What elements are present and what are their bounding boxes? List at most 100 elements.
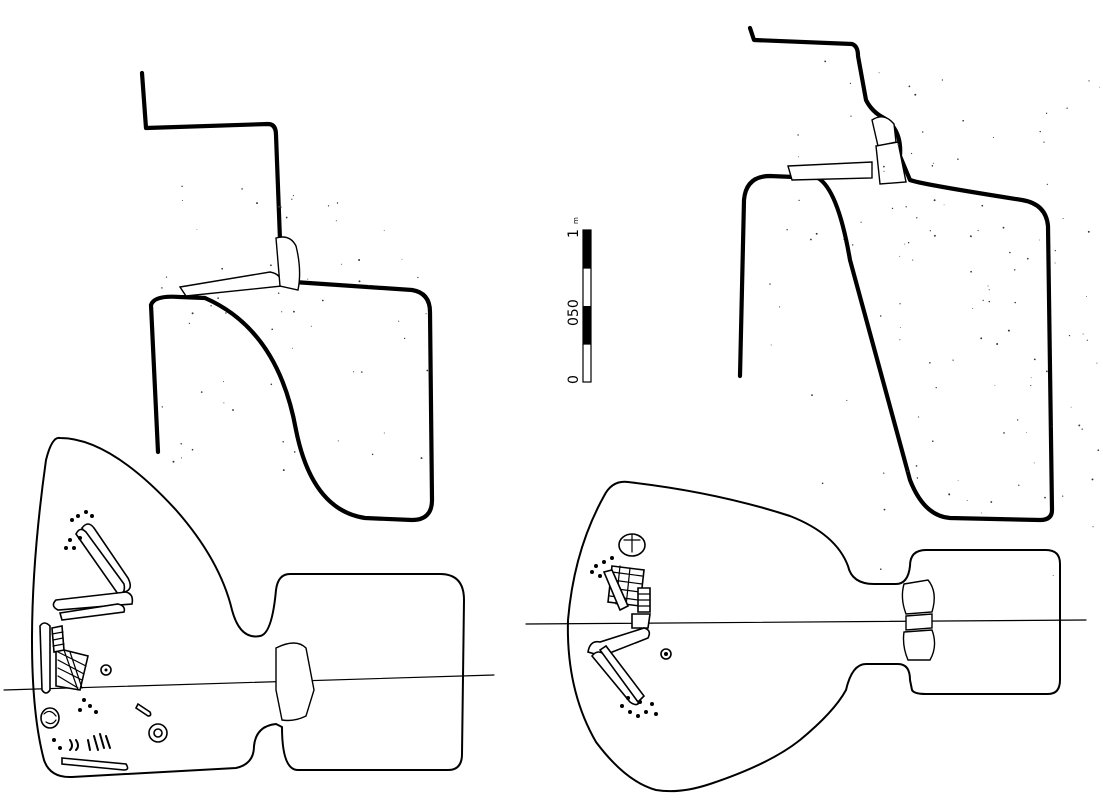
left-section-lintel-stone <box>178 271 283 297</box>
left-section-profile <box>139 70 435 523</box>
stipple-dot <box>1033 462 1035 464</box>
stipple-dot <box>1099 86 1101 88</box>
stipple-dot <box>217 297 219 299</box>
stipple-dot <box>1078 424 1081 427</box>
stipple-dot <box>417 276 419 279</box>
stipple-dot <box>358 280 361 283</box>
stipple-dot <box>368 284 370 287</box>
skull-detail <box>623 534 641 553</box>
stipple-dot <box>883 508 886 511</box>
right-plan-axis-line <box>525 619 1087 625</box>
stipple-dot <box>292 195 294 197</box>
skull-detail <box>43 710 57 725</box>
stipple-dot <box>871 170 873 173</box>
stipple-dot <box>1033 358 1036 361</box>
stipple-dot <box>883 170 885 172</box>
pin-object <box>134 702 152 717</box>
stipple-dot <box>851 244 854 246</box>
right-tomb-section <box>737 25 1055 523</box>
stipple-dot <box>899 339 901 341</box>
right-section-door-stone <box>875 141 907 185</box>
stipple-dot <box>980 337 983 340</box>
stipple-dot <box>786 229 788 231</box>
stipple-dot <box>293 451 296 453</box>
stipple-dot <box>181 199 183 202</box>
stipple-dot <box>1039 239 1040 241</box>
stipple-dot <box>1030 385 1032 387</box>
stipple-dot <box>358 259 361 261</box>
stipple-dot <box>1018 484 1020 486</box>
stipple-dot <box>982 299 984 302</box>
right-tomb-plan <box>525 480 1087 793</box>
stipple-dot <box>1081 428 1083 430</box>
stipple-dot <box>277 292 280 294</box>
stipple-dot <box>403 337 406 340</box>
stipple-dot <box>988 300 991 303</box>
stipple-dot <box>952 359 954 361</box>
stipple-dot <box>769 283 771 285</box>
stipple-dot <box>188 322 191 325</box>
stipple-dot <box>1017 419 1019 421</box>
stipple-dot <box>270 383 273 386</box>
stipple-dot <box>383 230 385 232</box>
stipple-dot <box>1007 329 1010 332</box>
stipple-dot <box>1009 251 1011 254</box>
stipple-dot <box>310 325 312 327</box>
stipple-dot <box>798 199 800 202</box>
stipple-dot <box>948 493 951 496</box>
stipple-dot <box>340 263 342 265</box>
left-plan-skeleton <box>39 523 168 771</box>
stipple-dot <box>291 198 293 200</box>
stipple-dot <box>957 479 959 481</box>
stipple-dot <box>191 448 194 451</box>
stipple-dot <box>915 465 918 467</box>
stipple-dot <box>270 264 272 267</box>
left-tomb-plan <box>3 436 495 779</box>
stipple-dot <box>293 310 295 313</box>
stipple-dot <box>891 207 894 210</box>
arm-bone <box>39 622 51 694</box>
right-plan-door-stone-upper <box>901 579 935 615</box>
long-bone-bottom <box>61 757 129 771</box>
stipple-dot <box>335 220 337 222</box>
stipple-dot <box>180 442 182 445</box>
stipple-dot <box>904 243 906 245</box>
stipple-dot <box>232 409 234 411</box>
stipple-dot <box>899 326 901 328</box>
stipple-dot <box>180 457 183 459</box>
stipple-dot <box>281 206 283 208</box>
stipple-dot <box>165 276 168 278</box>
stipple-dot <box>797 156 799 158</box>
stipple-dot <box>922 131 924 133</box>
stipple-dot <box>850 115 852 117</box>
stipple-dot <box>181 185 183 188</box>
stipple-dot <box>1039 130 1041 133</box>
stipple-dot <box>905 206 907 208</box>
stipple-dot <box>980 512 982 514</box>
right-section-upper-stone <box>871 116 897 147</box>
stipple-dot <box>824 60 827 63</box>
vertebrae-lines <box>637 593 651 607</box>
stipple-dot <box>878 72 880 74</box>
stipple-dot <box>929 230 931 232</box>
stipple-dot <box>957 158 959 160</box>
stipple-dot <box>426 369 429 372</box>
left-plan-outline <box>31 436 465 779</box>
stipple-dot <box>990 501 993 503</box>
stipple-dot <box>327 205 330 207</box>
stipple-dot <box>285 216 288 219</box>
stipple-dot <box>278 205 281 208</box>
stipple-dot <box>1062 495 1064 497</box>
stipple-dot <box>797 134 799 136</box>
stipple-dot <box>969 235 972 238</box>
scale-tick-050: 050 <box>566 299 582 326</box>
stipple-dot <box>907 242 910 244</box>
right-plan-skeleton <box>587 533 672 706</box>
stipple-dot <box>256 202 258 205</box>
vertebrae-lines <box>51 631 65 647</box>
stipple-dot <box>1051 425 1053 428</box>
stipple-dot <box>846 399 848 401</box>
stipple-dot <box>860 221 862 223</box>
stipple-dot <box>1026 431 1027 433</box>
